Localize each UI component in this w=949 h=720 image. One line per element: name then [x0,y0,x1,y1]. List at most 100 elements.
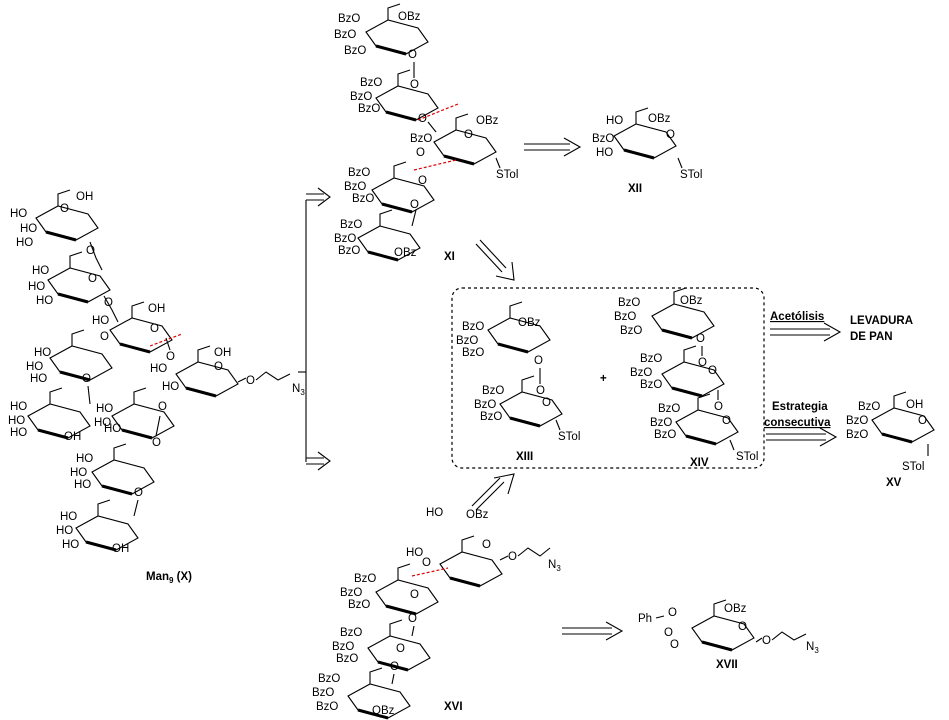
svg-text:BzO: BzO [338,245,360,257]
man9-structure: HO HO HO OH O O HO HO HO O O HO OH O O O… [8,188,305,585]
svg-text:BzO: BzO [846,429,868,441]
compound-xvi-structure: HO OBz HO O O O N3 BzO BzO BzO O O BzO B… [312,507,561,720]
svg-text:O: O [410,199,419,211]
svg-text:HO: HO [94,417,111,429]
svg-text:STol: STol [736,451,758,463]
svg-text:O: O [918,415,927,427]
svg-text:STol: STol [902,461,924,473]
svg-text:BzO: BzO [336,653,358,665]
svg-text:Ph: Ph [638,613,652,625]
svg-text:HO: HO [26,361,43,373]
label-xvii: XVII [716,659,738,671]
svg-text:STol: STol [558,431,580,443]
svg-text:BzO: BzO [340,587,362,599]
compound-xvii-structure: Ph O O O OBz O O N3 XVII [638,598,819,671]
retro-arrow-xi-box [475,239,515,281]
svg-text:O: O [246,375,255,387]
svg-text:HO: HO [10,427,27,439]
svg-text:OBz: OBz [648,113,671,125]
svg-text:OH: OH [148,303,165,315]
svg-text:OBz: OBz [372,705,395,717]
disaccharide-box [451,287,765,469]
svg-text:BzO: BzO [340,627,362,639]
label-man9: Man9 (X) [146,571,192,585]
svg-text:HO: HO [74,479,91,491]
svg-text:O: O [508,551,517,563]
svg-text:HO: HO [28,281,45,293]
retro-arrow-xvi-box [471,473,515,511]
svg-text:BzO: BzO [410,133,432,145]
svg-text:O: O [408,49,417,61]
branch-bracket [298,187,331,471]
svg-text:BzO: BzO [354,573,376,585]
svg-text:HO: HO [56,525,73,537]
svg-text:BzO: BzO [846,415,868,427]
svg-text:O: O [418,113,427,125]
retro-arrow-strategy [766,427,838,447]
svg-text:BzO: BzO [350,91,372,103]
svg-text:O: O [708,365,717,377]
svg-text:HO: HO [16,237,33,249]
svg-text:O: O [86,245,95,257]
svg-text:O: O [88,273,97,285]
svg-text:OBz: OBz [724,603,747,615]
svg-text:O: O [410,79,419,91]
svg-text:N3: N3 [806,641,819,655]
svg-text:BzO: BzO [352,193,374,205]
svg-text:BzO: BzO [462,347,484,359]
svg-text:N3: N3 [292,383,305,397]
label-xv: XV [886,477,902,489]
svg-text:HO: HO [10,208,27,220]
label-xii: XII [628,183,642,195]
svg-text:O: O [158,401,167,413]
svg-text:HO: HO [60,511,77,523]
label-xvi: XVI [444,701,463,713]
svg-text:BzO: BzO [344,181,366,193]
svg-text:STol: STol [680,169,702,181]
svg-text:OBz: OBz [394,247,417,259]
svg-text:HO: HO [20,223,37,235]
svg-text:O: O [714,401,723,413]
svg-text:BzO: BzO [312,687,334,699]
svg-text:O: O [722,415,731,427]
svg-text:BzO: BzO [640,379,662,391]
svg-text:BzO: BzO [340,219,362,231]
svg-text:BzO: BzO [360,77,382,89]
product-yeast-line1: LEVADURA [850,315,913,327]
svg-text:HO: HO [62,539,79,551]
svg-text:HO: HO [76,453,93,465]
svg-text:BzO: BzO [480,411,502,423]
svg-text:O: O [152,437,161,449]
svg-text:O: O [664,627,673,639]
svg-text:HO: HO [606,115,623,127]
svg-text:BzO: BzO [620,325,642,337]
svg-text:BzO: BzO [650,417,672,429]
svg-text:O: O [668,607,677,619]
svg-text:HO: HO [426,507,443,519]
svg-text:BzO: BzO [334,233,356,245]
svg-text:BzO: BzO [614,311,636,323]
compound-xi-structure: BzO OBz BzO BzO O O BzO BzO BzO O BzO OB… [334,2,518,263]
compound-xv-structure: BzO OH BzO BzO O STol XV [846,390,936,489]
svg-text:HO: HO [96,403,113,415]
svg-text:BzO: BzO [658,403,680,415]
svg-text:BzO: BzO [858,401,880,413]
svg-text:O: O [396,643,405,655]
svg-text:OH: OH [112,543,129,555]
svg-text:OH: OH [214,347,231,359]
svg-text:HO: HO [596,147,613,159]
svg-text:BzO: BzO [592,133,614,145]
svg-text:O: O [464,129,473,141]
svg-text:OBz: OBz [398,11,421,23]
svg-text:HO: HO [36,295,53,307]
svg-text:N3: N3 [548,559,561,573]
svg-text:BzO: BzO [334,29,356,41]
svg-text:HO: HO [8,415,25,427]
svg-text:HO: HO [92,315,109,327]
svg-text:O: O [60,203,69,215]
compound-xiii-structure: BzO OBz BzO BzO O O BzO BzO BzO O STol X… [456,300,580,463]
svg-text:HO: HO [34,347,51,359]
svg-text:O: O [482,539,491,551]
svg-text:O: O [696,333,705,345]
